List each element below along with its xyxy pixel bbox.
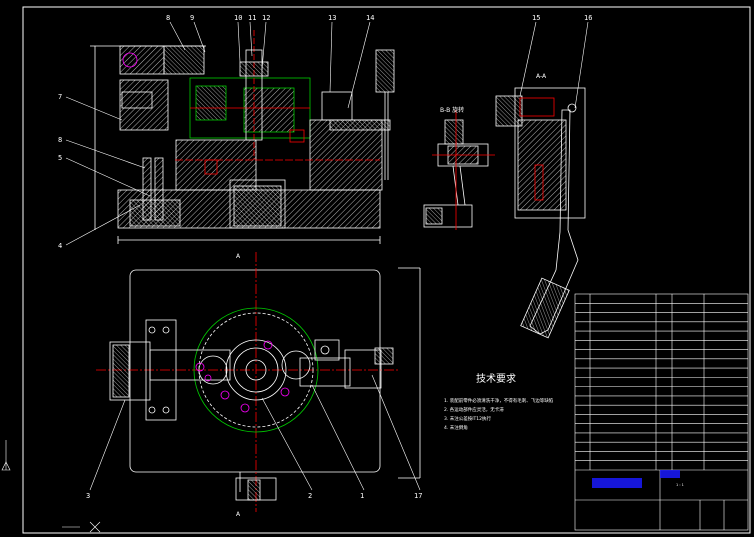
aa-section-view [495, 87, 586, 339]
tech-requirement-1: 1. 装配前零件必须清洗干净，不得有毛刺、飞边等缺陷 [444, 397, 554, 404]
leader-lines [65, 21, 589, 491]
part-label-bottom-1: 2 [308, 492, 312, 500]
part-label-bottom-0: 3 [86, 492, 90, 500]
drawing-border [22, 6, 751, 534]
section-a-marker-bottom: A [236, 511, 241, 518]
section-aa-label: A-A [536, 73, 547, 80]
tech-requirements-title: 技术要求 [476, 372, 516, 385]
title-block-blue-cell [660, 470, 680, 478]
left-part-labels: 7 8 5 4 [58, 93, 62, 250]
section-bb-label: B-B 旋转 [440, 106, 464, 114]
tech-requirement-2: 2. 各运动部件应灵活，无卡滞 [444, 406, 504, 413]
section-a-marker-top: A [236, 253, 241, 260]
top-part-labels: 8 9 10 11 12 13 14 15 16 [166, 14, 592, 22]
part-label-top-7: 15 [532, 14, 540, 22]
part-label-top-1: 9 [190, 14, 194, 22]
bottom-part-labels: 3 2 1 17 [86, 492, 422, 500]
part-label-top-8: 16 [584, 14, 592, 22]
front-view [90, 30, 395, 244]
tech-requirement-3: 3. 未注公差按IT12执行 [444, 415, 492, 422]
part-label-top-6: 14 [366, 14, 374, 22]
part-label-left-3: 4 [58, 242, 62, 250]
part-label-left-2: 5 [58, 154, 62, 162]
part-label-bottom-3: 17 [414, 492, 422, 500]
title-block-name-cell [592, 478, 642, 488]
part-label-left-0: 7 [58, 93, 62, 101]
part-label-top-4: 12 [262, 14, 270, 22]
part-label-top-5: 13 [328, 14, 336, 22]
part-label-top-3: 11 [248, 14, 256, 22]
plan-view [96, 252, 421, 512]
part-label-left-1: 8 [58, 136, 62, 144]
tech-requirement-4: 4. 未注倒角 [444, 424, 468, 431]
part-label-bottom-2: 1 [360, 492, 364, 500]
bb-rotated-view [423, 110, 495, 230]
title-block-scale: 1 : 1 [676, 483, 684, 487]
part-label-top-0: 8 [166, 14, 170, 22]
part-label-top-2: 10 [234, 14, 242, 22]
parts-list-table [574, 293, 749, 531]
ucs-icon [1, 440, 101, 533]
